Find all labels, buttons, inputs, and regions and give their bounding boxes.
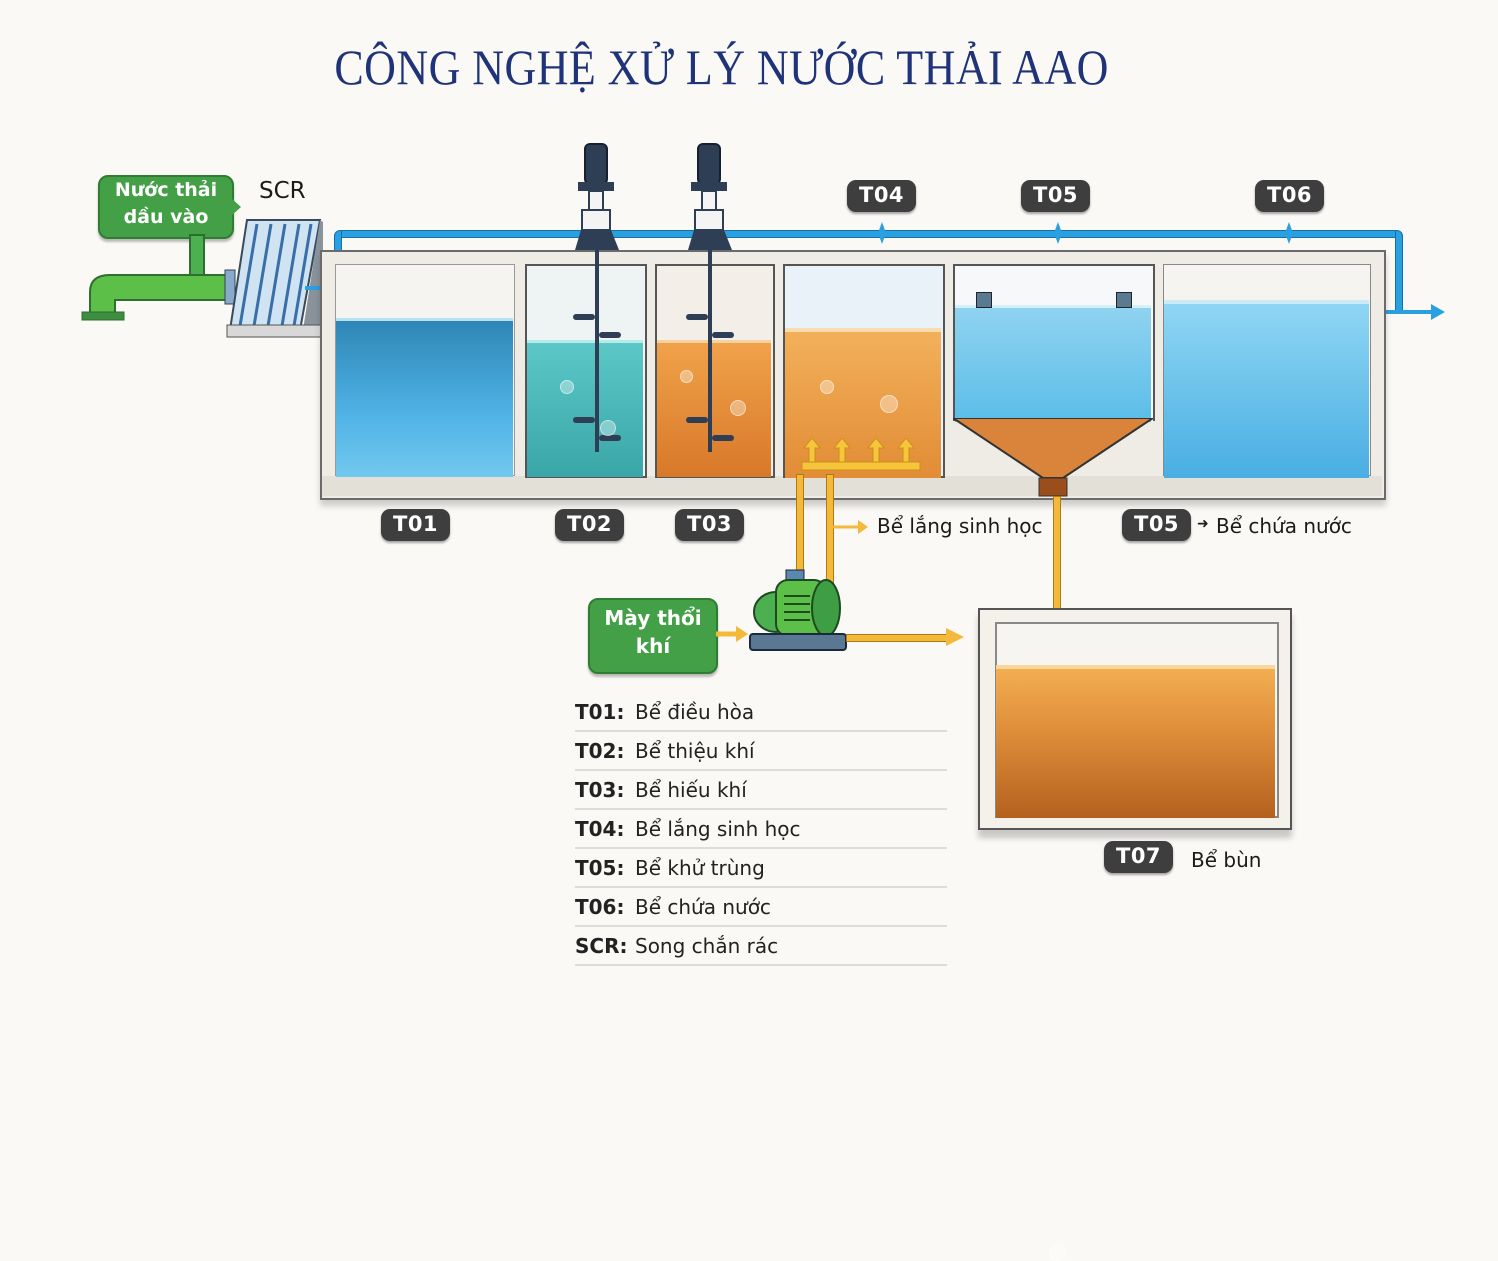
legend-row: T03: Bể hiếu khí [575,771,947,810]
legend-row: T05: Bể khử trùng [575,849,947,888]
blower-to-sludge-pipe [846,634,953,642]
legend-code: SCR: [575,933,628,958]
screen-rack-icon [226,219,324,338]
tank-t03-water [657,340,771,477]
tag-t05-bottom: T05 [1122,509,1192,541]
weir-left-icon [976,292,992,308]
inlet-label-line2: dầu vào [123,206,209,228]
inlet-label-box: Nước thải dầu vào [98,175,234,239]
tag-t03: T03 [675,509,745,541]
legend-name: Bể lắng sinh học [635,816,801,841]
blower-to-sludge-arrow-icon [946,628,964,646]
tag-t06: T06 [1255,180,1325,212]
bubble [560,380,574,394]
tank-t06-water [1164,300,1369,478]
outlet-down-pipe [1395,230,1403,312]
tag-t05-top: T05 [1021,180,1091,212]
bubble [1050,1245,1066,1261]
mixer-t03-icon [686,143,734,452]
legend-code: T05: [575,855,625,880]
inlet-label-line1: Nước thải [114,179,218,201]
legend-row: T04: Bể lắng sinh học [575,810,947,849]
legend-name: Bể thiệu khí [635,738,755,763]
legend-code: T04: [575,816,625,841]
tank-t01-water [336,318,513,477]
tank-t02-water [527,340,643,477]
bubble [680,370,693,383]
tag-t02: T02 [555,509,625,541]
water-tank-label: Bể chứa nước [1216,514,1352,538]
air-blower-icon [749,569,847,651]
bubble [880,395,898,413]
top-return-pipe [336,230,1400,238]
legend: T01: Bể điều hòa T02: Bể thiệu khí T03: … [575,693,947,966]
bubble [820,380,834,394]
tag-t04: T04 [847,180,917,212]
sludge-tank-label: Bể bùn [1191,848,1262,872]
sludge-hopper-icon [953,418,1153,497]
settling-arrow-icon [832,520,868,534]
blower-label-line1: Mày thổi [604,606,702,630]
legend-code: T03: [575,777,625,802]
tank-t07-sludge [996,665,1275,818]
valve-t05-icon [1054,222,1062,244]
legend-row: T06: Bể chứa nước [575,888,947,927]
blower-to-pump-arrow-icon [716,626,748,642]
tank-t05-water [955,305,1151,422]
legend-code: T02: [575,738,625,763]
arrow-small-icon: ➜ [1197,516,1209,532]
aeration-diffuser-icon [801,438,921,471]
bubble [600,420,616,436]
basin-floor [322,476,1382,496]
mixer-t02-icon [573,143,621,452]
legend-code: T06: [575,894,625,919]
outlet-arrow-icon [1385,304,1445,320]
legend-name: Bể chứa nước [635,894,771,919]
tag-t07: T07 [1104,841,1174,873]
valve-t04-icon [878,222,886,244]
legend-code: T01: [575,699,625,724]
settling-label: Bể lắng sinh học [877,514,1043,538]
bubble [730,400,746,416]
legend-name: Bể điều hòa [635,699,755,724]
legend-name: Song chắn rác [635,933,779,958]
legend-name: Bể khử trùng [635,855,765,880]
inlet-pointer-icon [231,198,241,216]
tag-t01: T01 [381,509,451,541]
legend-row: T01: Bể điều hòa [575,693,947,732]
blower-label-line2: khí [635,634,671,658]
inlet-pipe-icon [81,234,236,321]
valve-t06-icon [1285,222,1293,244]
blower-label-box: Mày thổi khí [588,598,718,674]
legend-row: T02: Bể thiệu khí [575,732,947,771]
legend-name: Bể hiếu khí [635,777,747,802]
scr-label: SCR [259,178,306,204]
legend-row: SCR: Song chắn rác [575,927,947,966]
diagram-title: CÔNG NGHỆ XỬ LÝ NƯỚC THẢI AAO [334,39,1109,95]
weir-right-icon [1116,292,1132,308]
